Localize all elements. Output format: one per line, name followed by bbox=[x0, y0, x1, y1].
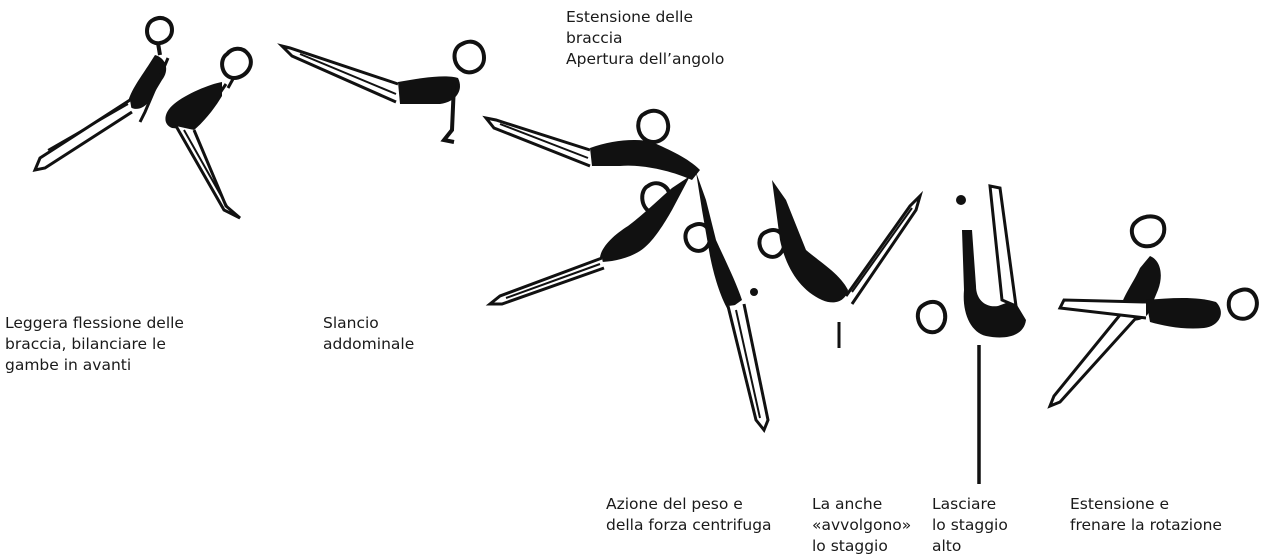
gymnast-horizontal-hang bbox=[282, 42, 484, 142]
gymnast-vertical-hang bbox=[685, 172, 768, 430]
caption-phase-2: Slancio addominale bbox=[323, 313, 414, 355]
caption-phase-6: Lasciare lo staggio alto bbox=[932, 494, 1008, 557]
caption-phase-1: Leggera flessione delle braccia, bilanci… bbox=[5, 313, 184, 376]
gymnast-release bbox=[918, 186, 1026, 337]
caption-phase-4: Azione del peso e della forza centrifuga bbox=[606, 494, 772, 536]
gymnast-arms-extended bbox=[486, 111, 700, 180]
caption-phase-7: Estensione e frenare la rotazione bbox=[1070, 494, 1222, 536]
gymnast-pike-hang bbox=[165, 49, 250, 218]
gymnast-diagonal-swing bbox=[490, 176, 690, 304]
caption-phase-3: Estensione delle braccia Apertura dell’a… bbox=[566, 7, 724, 70]
caption-phase-5: La anche «avvolgono» lo staggio bbox=[812, 494, 911, 557]
gymnast-hips-wrap bbox=[759, 180, 920, 304]
gymnast-swing-forward bbox=[35, 18, 172, 170]
gymnast-flight-extension bbox=[1050, 216, 1257, 406]
